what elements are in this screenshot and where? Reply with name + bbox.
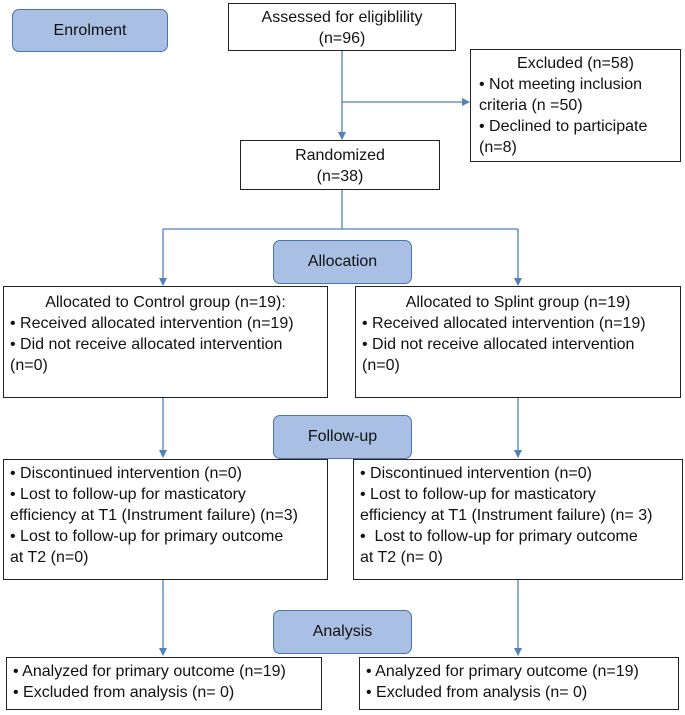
splint-allocation-line: • Did not receive allocated intervention (362, 336, 635, 353)
splint-allocation-title: Allocated to Splint group (n=19) (405, 294, 631, 311)
randomized-count: (n=38) (316, 168, 364, 185)
stage-allocation: Allocation (273, 240, 412, 284)
splint-follow-up-line: at T2 (n= 0) (360, 549, 443, 566)
splint-follow-up-line: efficiency at T1 (Instrument failure) (n… (360, 507, 653, 524)
stage-analysis-label: Analysis (312, 623, 373, 640)
randomized-box: Randomized (n=38) (240, 140, 440, 190)
control-follow-up-line: • Lost to follow-up for masticatory (10, 486, 246, 503)
control-analysis-line: • Analyzed for primary outcome (n=19) (13, 663, 286, 680)
splint-analysis-line: • Excluded from analysis (n= 0) (366, 684, 588, 701)
control-analysis-line: • Excluded from analysis (n= 0) (13, 684, 235, 701)
excluded-box: Excluded (n=58) • Not meeting inclusion … (470, 49, 681, 162)
splint-allocation-line: (n=0) (362, 357, 400, 374)
splint-follow-up-line: • Discontinued intervention (n=0) (360, 465, 592, 482)
control-follow-up-line: at T2 (n=0) (10, 549, 89, 566)
splint-follow-up-line: • Lost to follow-up for masticatory (360, 486, 596, 503)
excluded-item: • Not meeting inclusion (479, 76, 643, 93)
splint-allocation-line: • Received allocated intervention (n=19) (362, 315, 646, 332)
splint-allocation-box: Allocated to Splint group (n=19) • Recei… (355, 286, 681, 398)
stage-analysis: Analysis (273, 610, 412, 654)
splint-follow-up-box: • Discontinued intervention (n=0) • Lost… (353, 459, 683, 580)
stage-enrolment: Enrolment (12, 9, 168, 52)
stage-enrolment-label: Enrolment (53, 21, 127, 39)
stage-follow-up: Follow-up (273, 415, 412, 459)
randomized-label: Randomized (295, 147, 385, 164)
control-follow-up-line: • Discontinued intervention (n=0) (10, 465, 242, 482)
control-allocation-line: • Did not receive allocated intervention (10, 336, 283, 353)
control-allocation-line: (n=0) (10, 357, 48, 374)
excluded-item: criteria (n =50) (479, 97, 583, 114)
control-follow-up-line: efficiency at T1 (Instrument failure) (n… (10, 507, 298, 524)
control-allocation-title: Allocated to Control group (n=19): (45, 294, 286, 311)
excluded-item: • Declined to participate (479, 118, 648, 135)
splint-follow-up-line: • Lost to follow-up for primary outcome (360, 528, 638, 545)
excluded-title: Excluded (n=58) (517, 55, 634, 72)
control-analysis-box: • Analyzed for primary outcome (n=19) • … (6, 657, 322, 710)
splint-analysis-line: • Analyzed for primary outcome (n=19) (366, 663, 639, 680)
stage-allocation-label: Allocation (307, 253, 378, 270)
splint-analysis-box: • Analyzed for primary outcome (n=19) • … (359, 657, 679, 710)
assessed-label: Assessed for eligiblility (261, 9, 423, 26)
assessed-count: (n=96) (318, 30, 366, 47)
stage-follow-up-label: Follow-up (307, 428, 378, 445)
assessed-box: Assessed for eligiblility (n=96) (228, 3, 456, 51)
control-allocation-box: Allocated to Control group (n=19): • Rec… (3, 286, 328, 398)
control-allocation-line: • Received allocated intervention (n=19) (10, 315, 294, 332)
excluded-item: (n=8) (479, 139, 517, 156)
control-follow-up-line: • Lost to follow-up for primary outcome (10, 528, 284, 545)
control-follow-up-box: • Discontinued intervention (n=0) • Lost… (3, 459, 328, 580)
